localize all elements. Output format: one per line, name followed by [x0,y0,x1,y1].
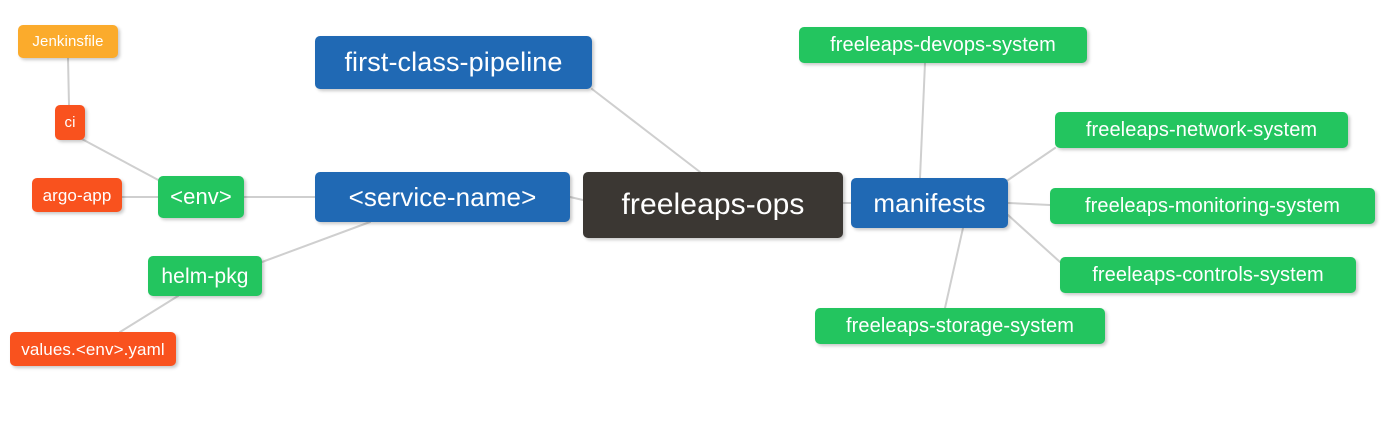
mindmap-node-devops[interactable]: freeleaps-devops-system [799,27,1087,63]
edge-service-to-root [569,196,584,201]
mindmap-node-argo[interactable]: argo-app [32,178,122,212]
edge-network-to-manifests [1007,147,1056,181]
mindmap-node-monitoring[interactable]: freeleaps-monitoring-system [1050,188,1375,224]
mindmap-node-service[interactable]: <service-name> [315,172,570,222]
edge-jenkins-to-ci [67,57,70,106]
mindmap-node-jenkins[interactable]: Jenkinsfile [18,25,118,58]
mindmap-node-env[interactable]: <env> [158,176,244,218]
mindmap-node-ci[interactable]: ci [55,105,85,140]
mindmap-node-helm[interactable]: helm-pkg [148,256,262,296]
mindmap-node-controls[interactable]: freeleaps-controls-system [1060,257,1356,293]
edge-helm-to-service [261,221,371,263]
edge-values-to-helm [119,295,179,333]
edge-storage-to-manifests [944,227,964,309]
mindmap-node-network[interactable]: freeleaps-network-system [1055,112,1348,148]
edge-devops-to-manifests [919,62,926,179]
edge-pipeline-to-root [591,88,701,173]
mindmap-node-pipeline[interactable]: first-class-pipeline [315,36,592,89]
mindmap-node-storage[interactable]: freeleaps-storage-system [815,308,1105,344]
edge-monitoring-to-manifests [1007,202,1051,206]
edge-ci-to-env [79,137,163,183]
mindmap-node-manifests[interactable]: manifests [851,178,1008,228]
mindmap-node-root[interactable]: freeleaps-ops [583,172,843,238]
mindmap-node-values[interactable]: values.<env>.yaml [10,332,176,366]
